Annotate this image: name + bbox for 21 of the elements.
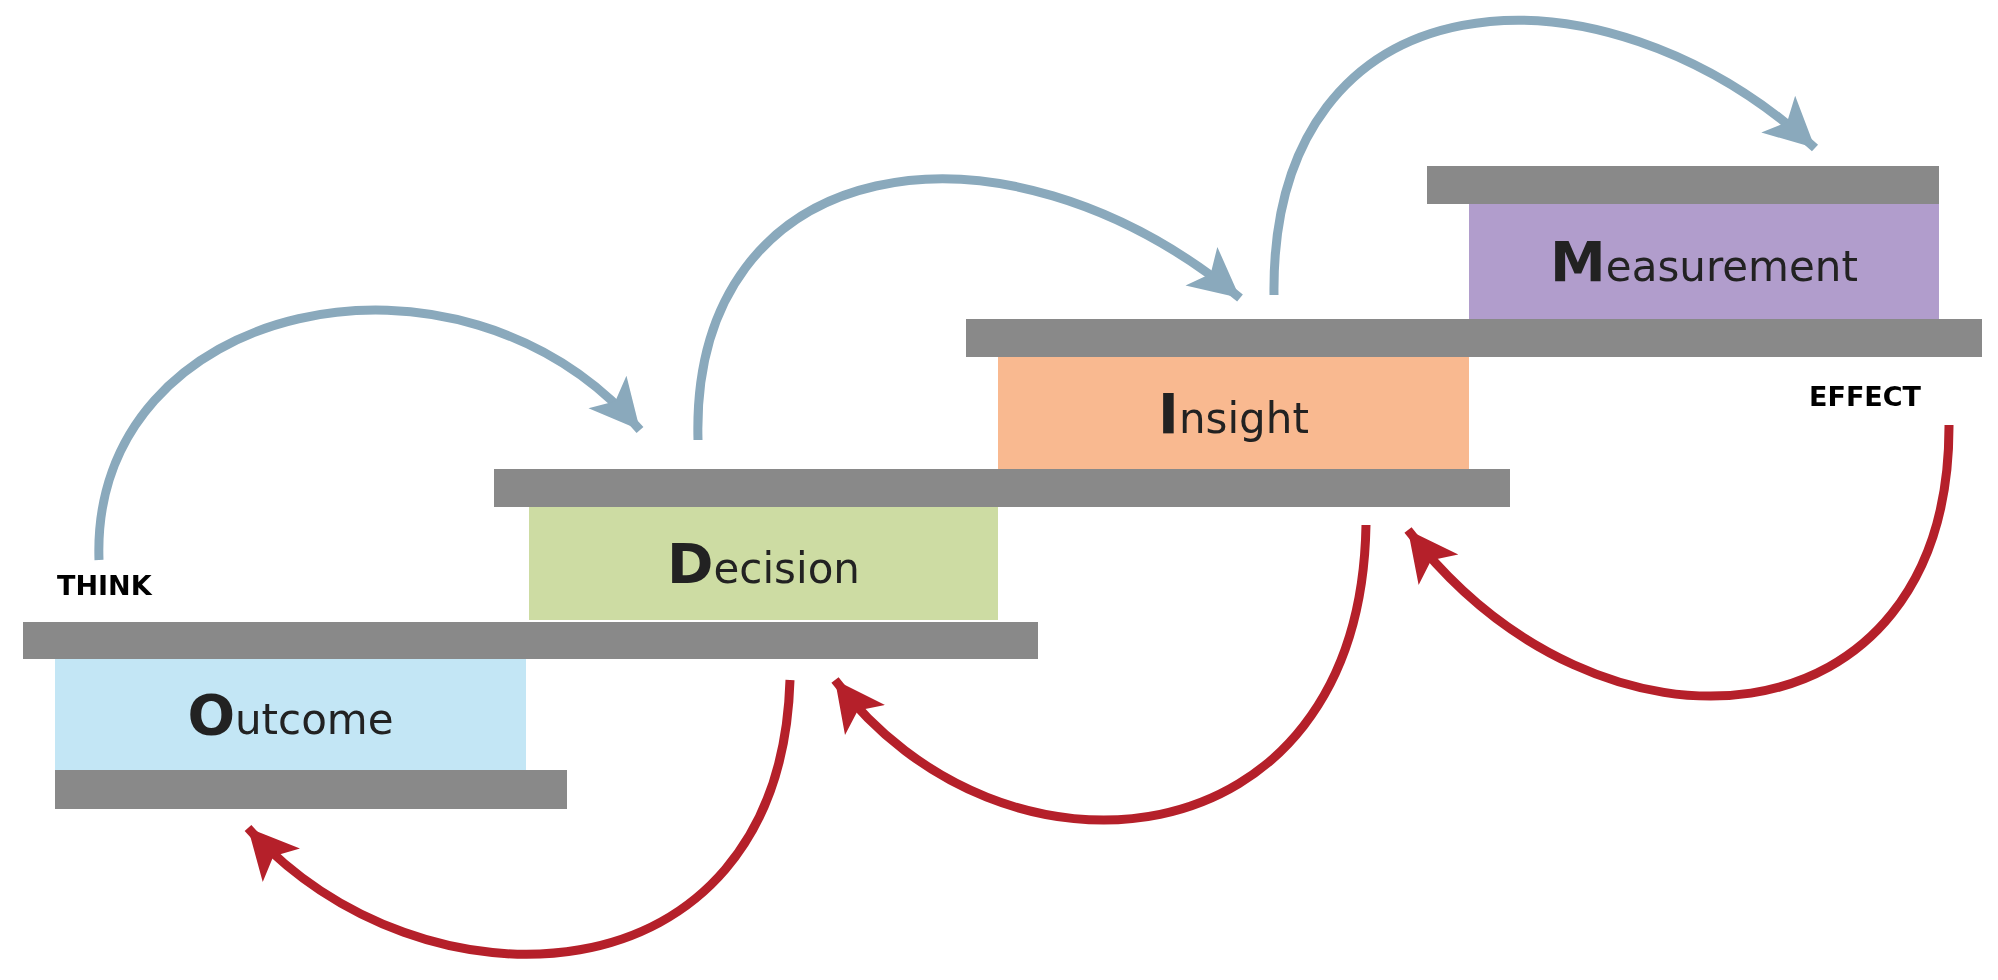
- shelf-bar: [966, 319, 1982, 357]
- shelf-bar: [1427, 166, 1939, 204]
- curved-arrow: [94, 306, 644, 561]
- step-label: Insight: [1158, 380, 1309, 446]
- step-label: Measurement: [1550, 229, 1858, 294]
- step-label: Decision: [667, 531, 860, 596]
- curved-arrow: [831, 524, 1371, 825]
- stage-label: THINK: [57, 570, 152, 601]
- step-box: [529, 507, 998, 620]
- step-box: [55, 659, 526, 770]
- shelf-bar: [494, 469, 1510, 507]
- step-box: [1469, 204, 1939, 319]
- curved-arrow: [1404, 424, 1954, 700]
- curved-arrow: [1269, 15, 1818, 296]
- curved-arrow: [693, 174, 1243, 441]
- shelf-bar: [55, 770, 567, 809]
- shelf-bar: [23, 622, 1038, 659]
- stage-label: EFFECT: [1809, 381, 1921, 412]
- step-label: Outcome: [187, 682, 394, 747]
- step-box: [998, 357, 1469, 469]
- curved-arrow: [244, 679, 795, 959]
